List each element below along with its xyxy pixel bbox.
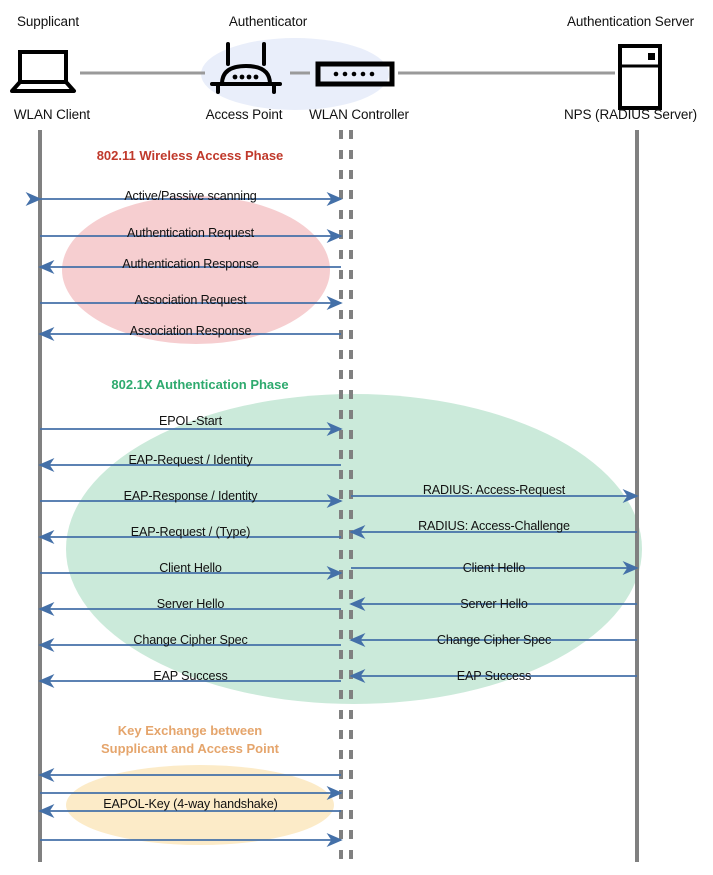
actor-role-authentication-server: Authentication Server bbox=[567, 14, 694, 29]
message-label-dot1x-left-2: EAP-Response / Identity bbox=[123, 489, 258, 503]
message-label-dot1x-right-1: RADIUS: Access-Challenge bbox=[418, 519, 570, 533]
message-label-dot1x-left-0: EPOL-Start bbox=[159, 414, 222, 428]
message-label-dot1x-right-0: RADIUS: Access-Request bbox=[422, 483, 566, 497]
message-label-wireless-access-1: Authentication Request bbox=[127, 226, 254, 240]
actor-role-authenticator: Authenticator bbox=[228, 14, 308, 29]
server-rack-icon bbox=[618, 44, 662, 110]
message-label-dot1x-left-4: Client Hello bbox=[159, 561, 222, 575]
actor-device-wlan-client: WLAN Client bbox=[13, 107, 91, 122]
message-label-wireless-access-4: Association Response bbox=[129, 324, 252, 338]
wireless-access-point-icon bbox=[210, 42, 282, 94]
phase-title-dot1x: 802.1X Authentication Phase bbox=[111, 377, 289, 392]
message-label-wireless-access-2: Authentication Response bbox=[122, 257, 259, 271]
message-label-dot1x-right-3: Server Hello bbox=[460, 597, 528, 611]
actor-icons-layer bbox=[10, 42, 662, 110]
phase-title-wireless-access: 802.11 Wireless Access Phase bbox=[96, 148, 284, 163]
phase-ellipse-dot1x bbox=[66, 394, 642, 704]
message-label-wireless-access-3: Association Request bbox=[134, 293, 247, 307]
message-label-dot1x-left-3: EAP-Request / (Type) bbox=[130, 525, 251, 539]
phase-title-key-exchange-line1: Key Exchange between bbox=[117, 723, 263, 738]
actor-device-wlan-controller: WLAN Controller bbox=[309, 107, 409, 122]
message-label-dot1x-right-2: Client Hello bbox=[462, 561, 526, 575]
message-label-dot1x-left-5: Server Hello bbox=[156, 597, 225, 611]
actor-role-supplicant: Supplicant bbox=[16, 14, 80, 29]
message-label-dot1x-left-7: EAP Success bbox=[153, 669, 228, 683]
actor-device-nps-radius-server: NPS (RADIUS Server) bbox=[563, 107, 698, 122]
phase-ellipse-wireless-access bbox=[62, 196, 330, 344]
phase-ellipse-key-exchange bbox=[66, 765, 334, 845]
actor-device-access-point: Access Point bbox=[205, 107, 283, 122]
message-label-dot1x-left-1: EAP-Request / Identity bbox=[128, 453, 253, 467]
message-label-dot1x-left-6: Change Cipher Spec bbox=[133, 633, 248, 647]
message-label-dot1x-right-4: Change Cipher Spec bbox=[436, 633, 552, 647]
message-label-dot1x-right-5: EAP Success bbox=[456, 669, 532, 683]
message-label-wireless-access-0: Active/Passive scanning bbox=[124, 189, 257, 203]
phase-title-key-exchange-line2: Supplicant and Access Point bbox=[101, 741, 279, 756]
message-label-key-exchange-eapol: EAPOL-Key (4-way handshake) bbox=[103, 797, 278, 811]
laptop-icon bbox=[10, 50, 76, 93]
network-switch-icon bbox=[315, 61, 395, 87]
